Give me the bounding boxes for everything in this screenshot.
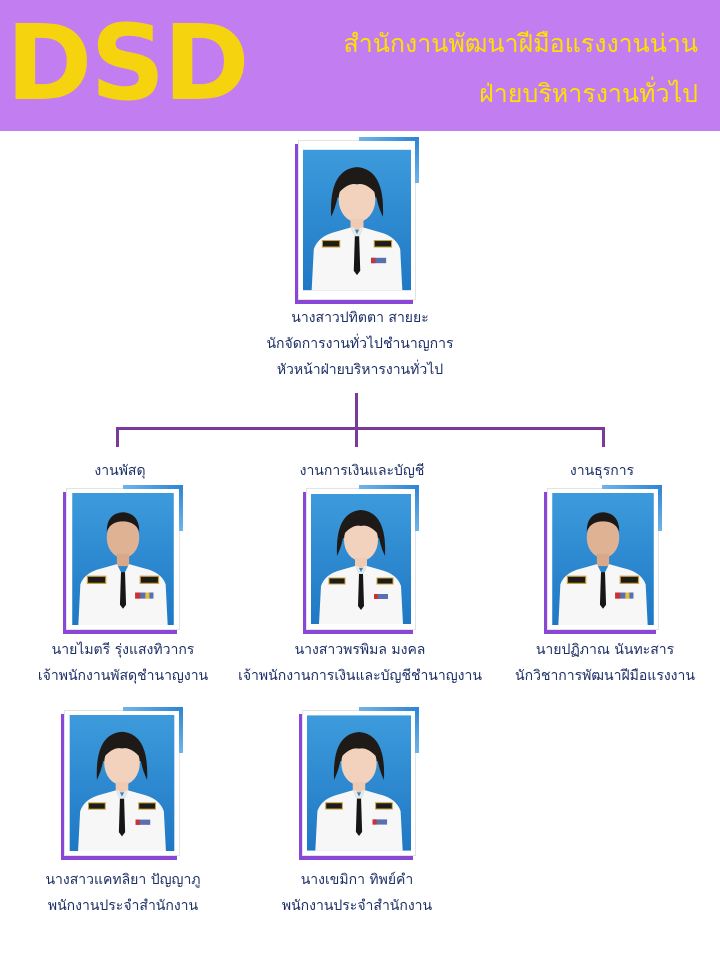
staff-photo-1 [64,707,183,856]
staff-name: นางเขมิกา ทิพย์คำ [300,872,414,888]
staff-position: พนักงานประจำสำนักงาน [281,898,433,914]
section-photo-supplies [66,485,183,630]
connector-center-drop [355,427,358,447]
section-caption-supplies: นายไมตรี รุ่งแสงทิวากร เจ้าพนักงานพัสดุช… [10,637,236,689]
staff-name: นายไมตรี รุ่งแสงทิวากร [51,642,195,658]
staff-photo-2 [302,707,419,856]
head-position: นักจัดการงานทั่วไปชำนาญการ [266,336,454,352]
staff-name: นางสาวพรพิมล มงคล [294,642,426,658]
portrait-icon [71,493,175,625]
portrait-icon [307,715,411,851]
section-label-admin: งานธุรการ [569,463,635,479]
staff-position: นักวิชาการพัฒนาฝีมือแรงงาน [515,668,695,684]
staff-position: เจ้าพนักงานพัสดุชำนาญงาน [37,668,209,684]
section-photo-finance [306,485,419,630]
portrait-icon [552,493,654,625]
head-caption: นางสาวปทิตตา สายยะ นักจัดการงานทั่วไปชำน… [200,305,520,383]
staff-position: เจ้าพนักงานการเงินและบัญชีชำนาญงาน [238,668,482,684]
section-label-supplies: งานพัสดุ [94,463,146,479]
connector-horizontal [116,427,605,430]
staff-position: พนักงานประจำสำนักงาน [47,898,199,914]
section-photo-admin [547,485,662,630]
head-name: นางสาวปทิตตา สายยะ [291,310,429,326]
portrait-icon [303,145,411,295]
org-name: สำนักงานพัฒนาฝีมือแรงงานน่าน [343,29,699,58]
section-caption-admin: นายปฏิภาณ นันทะสาร นักวิชาการพัฒนาฝีมือแ… [496,637,714,689]
staff-name: นางสาวแคทลิยา ปัญญาภู [45,872,201,888]
division-name: ฝ่ายบริหารงานทั่วไป [479,79,698,108]
staff-caption-1: นางสาวแคทลิยา ปัญญาภู พนักงานประจำสำนักง… [20,867,226,919]
portrait-icon [311,493,411,625]
staff-caption-2: นางเขมิกา ทิพย์คำ พนักงานประจำสำนักงาน [252,867,462,919]
header-banner: DSD สำนักงานพัฒนาฝีมือแรงงานน่าน ฝ่ายบริ… [0,0,720,131]
staff-name: นายปฏิภาณ นันทะสาร [535,642,675,658]
section-caption-finance: นางสาวพรพิมล มงคล เจ้าพนักงานการเงินและบ… [224,637,496,689]
portrait-icon [69,715,175,851]
section-label-finance: งานการเงินและบัญชี [299,463,425,479]
connector-vertical-main [355,393,358,429]
head-photo [298,137,419,300]
head-role: หัวหน้าฝ่ายบริหารงานทั่วไป [276,362,444,378]
dsd-logo: DSD [6,2,250,124]
connector-left-drop [116,427,119,447]
connector-right-drop [602,427,605,447]
